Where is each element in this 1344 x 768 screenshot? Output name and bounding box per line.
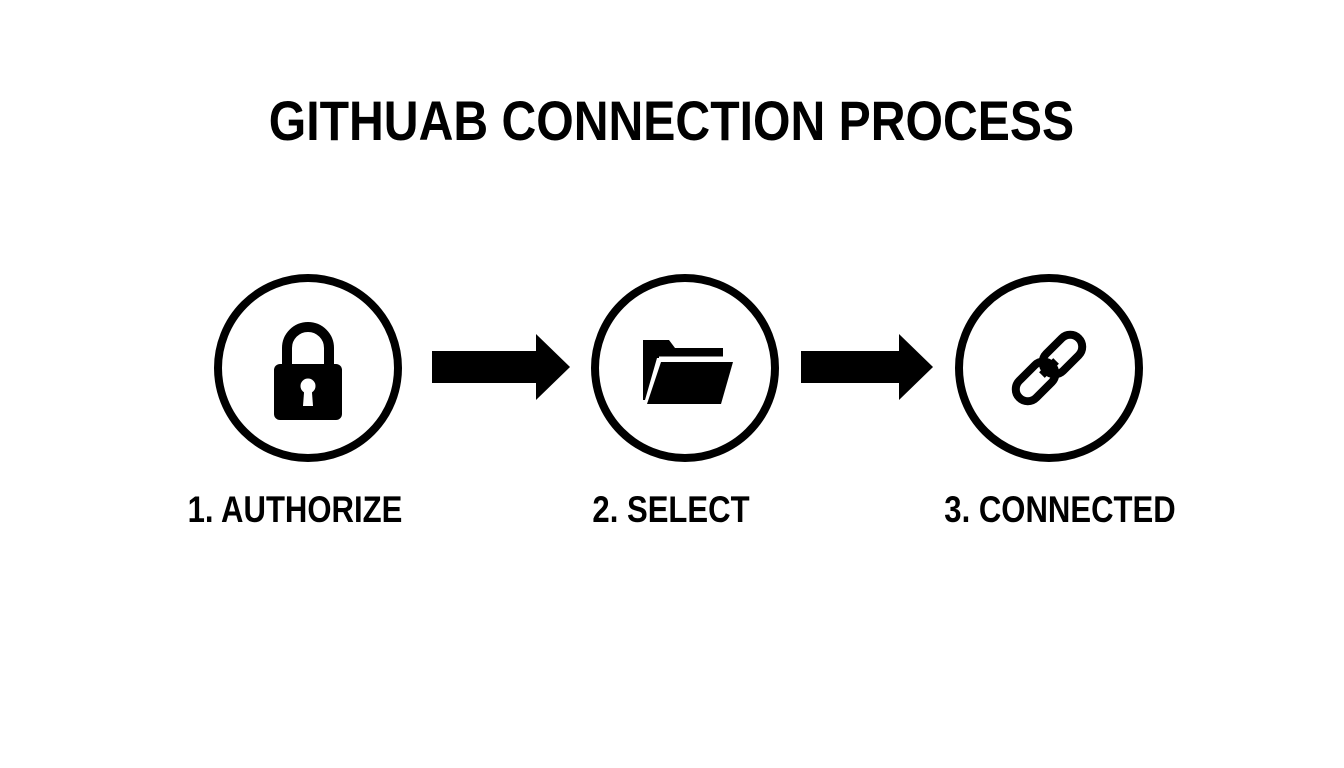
arrow-2 [801, 334, 941, 400]
lock-icon [274, 322, 342, 420]
step-1-label: 1. AUTHORIZE [187, 489, 403, 530]
step-2-label: 2. SELECT [592, 489, 750, 530]
step-3-label: 3. CONNECTED [944, 489, 1176, 530]
diagram-title: GITHUAB CONNECTION PROCESS [268, 89, 1075, 152]
step-3-circle [955, 274, 1143, 462]
step-2-circle [591, 274, 779, 462]
folder-icon [643, 340, 733, 404]
arrow-1 [432, 334, 572, 400]
arrow-right-icon [801, 334, 933, 400]
arrow-right-icon [432, 334, 570, 400]
chain-link-icon [1011, 330, 1087, 406]
step-1-circle [214, 274, 402, 462]
